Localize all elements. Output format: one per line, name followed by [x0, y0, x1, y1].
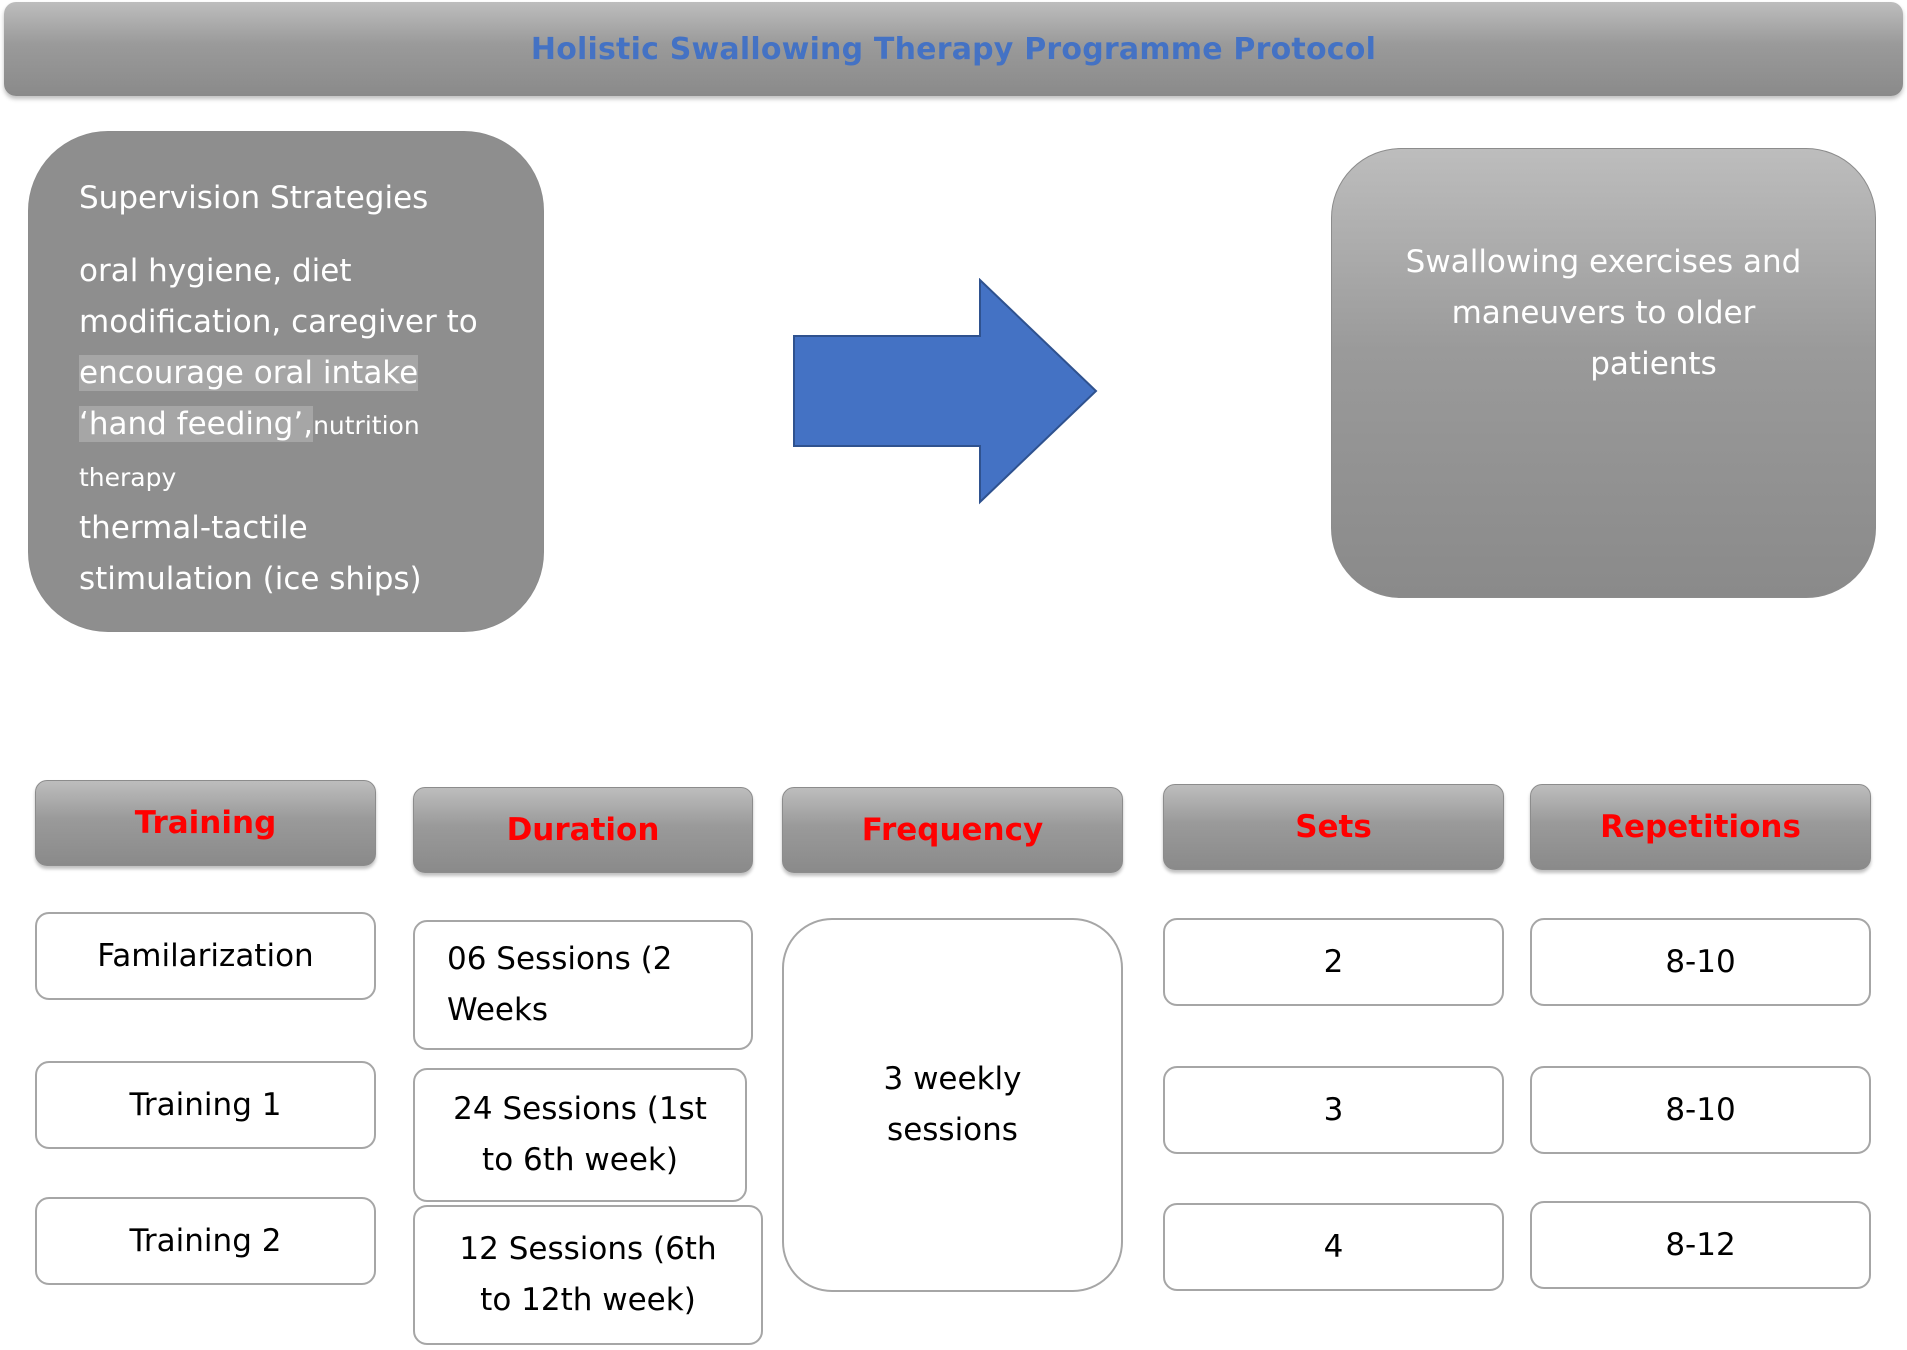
supervision-nutrition-text: nutrition therapy	[79, 411, 420, 492]
supervision-line: encourage oral intake	[79, 348, 517, 399]
duration-line: 06 Sessions (2	[447, 941, 673, 977]
frequency-line: sessions	[887, 1112, 1018, 1148]
training-cell: Training 1	[35, 1061, 376, 1149]
duration-line: 24 Sessions (1st	[453, 1091, 707, 1127]
supervision-heading: Supervision Strategies	[79, 180, 429, 216]
swallowing-exercises-text: Swallowing exercises and maneuvers to ol…	[1406, 237, 1802, 390]
training-cell: Training 2	[35, 1197, 376, 1285]
sets-cell: 4	[1163, 1203, 1504, 1291]
supervision-line: thermal-tactile	[79, 510, 308, 546]
swallowing-exercises-box: Swallowing exercises and maneuvers to ol…	[1331, 148, 1876, 598]
header-frequency: Frequency	[782, 787, 1123, 873]
training-cell: Familarization	[35, 912, 376, 1000]
supervision-line: ‘hand feeding’,nutrition therapy	[79, 399, 517, 503]
exercise-line: Swallowing exercises and	[1405, 243, 1802, 280]
header-training: Training	[35, 780, 376, 866]
duration-line: 12 Sessions (6th	[459, 1231, 717, 1267]
duration-line: to 6th week)	[482, 1142, 678, 1178]
duration-line: Weeks	[447, 992, 549, 1028]
sets-cell: 3	[1163, 1066, 1504, 1154]
supervision-line-text: encourage oral intake	[79, 355, 419, 391]
supervision-line: oral hygiene, diet	[79, 253, 352, 289]
duration-cell: 06 Sessions (2 Weeks	[413, 920, 753, 1050]
repetitions-cell: 8-12	[1530, 1201, 1871, 1289]
title-bar: Holistic Swallowing Therapy Programme Pr…	[4, 2, 1903, 96]
supervision-line: modification, caregiver to	[79, 304, 478, 340]
supervision-line-text: ‘hand feeding’,	[79, 406, 314, 442]
header-sets: Sets	[1163, 784, 1504, 870]
right-arrow-icon	[793, 278, 1098, 505]
supervision-strategies-box: Supervision Strategies oral hygiene, die…	[28, 131, 544, 632]
duration-line: to 12th week)	[480, 1282, 696, 1318]
duration-cell: 12 Sessions (6th to 12th week)	[413, 1205, 763, 1345]
diagram-title: Holistic Swallowing Therapy Programme Pr…	[530, 31, 1377, 67]
exercise-line: patients	[1590, 345, 1717, 382]
supervision-line: stimulation (ice ships)	[79, 561, 422, 597]
exercise-line: maneuvers to older	[1451, 294, 1756, 331]
sets-cell: 2	[1163, 918, 1504, 1006]
header-repetitions: Repetitions	[1530, 784, 1871, 870]
header-duration: Duration	[413, 787, 753, 873]
supervision-body: oral hygiene, diet modification, caregiv…	[79, 246, 517, 605]
repetitions-cell: 8-10	[1530, 1066, 1871, 1154]
duration-cell: 24 Sessions (1st to 6th week)	[413, 1068, 747, 1202]
frequency-line: 3 weekly	[883, 1061, 1022, 1097]
frequency-cell: 3 weekly sessions	[782, 918, 1123, 1292]
repetitions-cell: 8-10	[1530, 918, 1871, 1006]
